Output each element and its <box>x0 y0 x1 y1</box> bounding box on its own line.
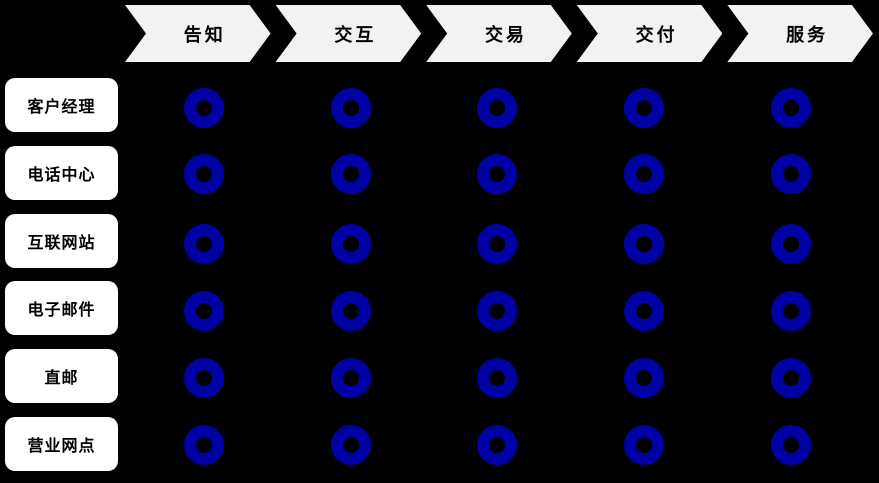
donut-marker <box>184 224 224 264</box>
donut-marker <box>771 358 811 398</box>
donut-marker <box>331 224 371 264</box>
donut-marker <box>184 425 224 465</box>
donut-marker <box>624 154 664 194</box>
donut-marker <box>624 358 664 398</box>
donut-marker <box>184 358 224 398</box>
stage-arrow-0: 告知 <box>125 5 271 62</box>
donut-marker <box>771 154 811 194</box>
channel-labels-column: 客户经理电话中心互联网站电子邮件直邮营业网点 <box>5 78 118 471</box>
donut-marker <box>771 88 811 128</box>
donut-marker <box>331 291 371 331</box>
donut-marker <box>477 154 517 194</box>
donut-marker <box>477 291 517 331</box>
donut-marker <box>624 224 664 264</box>
donut-marker <box>331 154 371 194</box>
stage-label: 交互 <box>334 24 377 45</box>
donut-marker <box>184 88 224 128</box>
donut-marker <box>477 224 517 264</box>
donut-marker <box>331 358 371 398</box>
donut-marker <box>477 88 517 128</box>
donut-marker <box>331 88 371 128</box>
donut-marker <box>624 291 664 331</box>
stage-label: 告知 <box>183 24 226 45</box>
stage-arrow-3: 交付 <box>577 5 723 62</box>
donut-marker <box>771 291 811 331</box>
donut-marker <box>477 425 517 465</box>
donut-marker <box>184 291 224 331</box>
channel-label-4: 直邮 <box>5 349 118 404</box>
channel-label-5: 营业网点 <box>5 416 118 471</box>
channel-label-1: 电话中心 <box>5 145 118 200</box>
donut-marker <box>184 154 224 194</box>
donut-marker <box>771 425 811 465</box>
stage-header-row: 告知 交互 交易 交付 服务 <box>125 5 873 62</box>
donut-marker <box>624 88 664 128</box>
channel-label-2: 互联网站 <box>5 213 118 268</box>
channel-label-0: 客户经理 <box>5 78 118 132</box>
donut-marker <box>771 224 811 264</box>
donut-marker <box>477 358 517 398</box>
stage-label: 交付 <box>635 24 678 45</box>
channel-label-3: 电子邮件 <box>5 281 118 336</box>
donut-marker <box>624 425 664 465</box>
donut-marker <box>331 425 371 465</box>
stage-arrow-1: 交互 <box>276 5 422 62</box>
stage-arrow-4: 服务 <box>727 5 873 62</box>
stage-label: 服务 <box>786 24 829 45</box>
stage-arrow-2: 交易 <box>426 5 572 62</box>
stage-label: 交易 <box>484 24 527 45</box>
